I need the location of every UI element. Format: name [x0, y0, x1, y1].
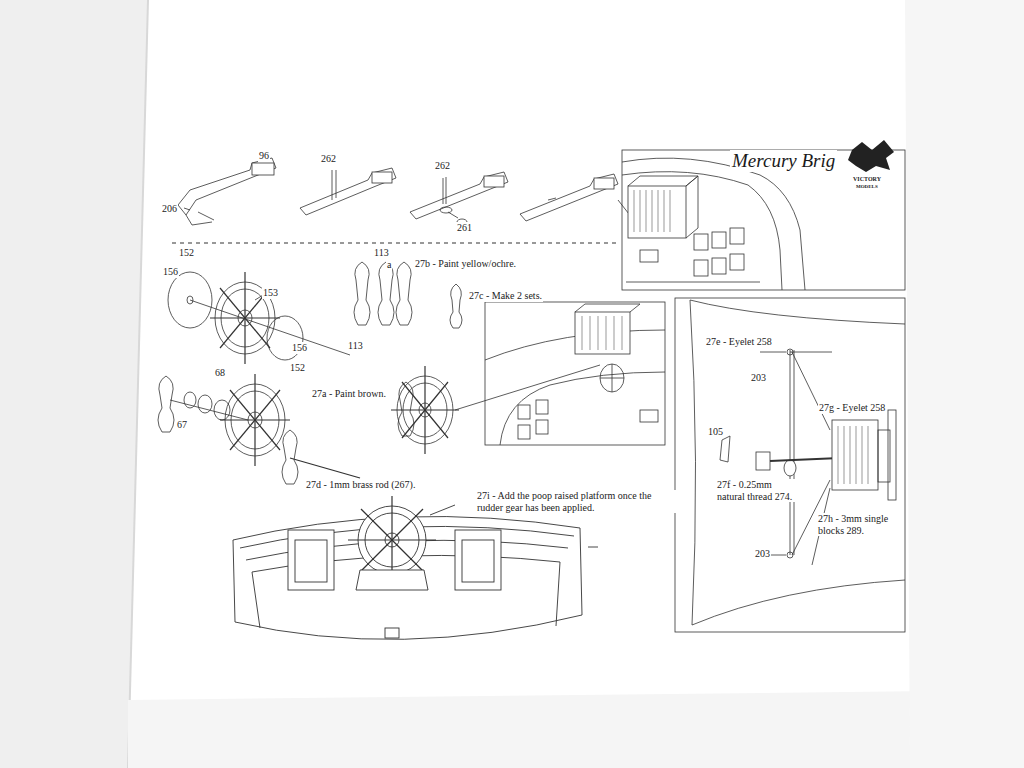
callout-number: a	[386, 259, 392, 271]
callout-number: 96	[258, 150, 270, 162]
callout-number: 206	[161, 203, 178, 215]
callout-number: 156	[162, 266, 179, 278]
callout-number: 68	[214, 367, 226, 379]
callout-number: 67	[176, 419, 188, 431]
callout-number: 152	[178, 247, 195, 259]
callout-number: 153	[262, 287, 279, 299]
instruction-note: VICTORY	[852, 176, 882, 183]
instruction-note: 27f - 0.25mm natural thread 274.	[716, 479, 800, 502]
callout-number: 113	[373, 247, 390, 259]
instruction-note: 27b - Paint yellow/ochre.	[414, 258, 517, 270]
callout-number: 105	[707, 426, 724, 438]
callout-number: 203	[754, 548, 771, 560]
instruction-note: 27a - Paint brown.	[311, 388, 387, 400]
callout-number: 113	[347, 340, 364, 352]
instruction-note: 27d - 1mm brass rod (267).	[305, 479, 416, 491]
callout-number: 261	[456, 222, 473, 234]
callout-number: 262	[434, 160, 451, 172]
callout-number: 152	[289, 362, 306, 374]
instruction-note: 27i - Add the poop raised platform once …	[476, 490, 678, 513]
callout-number: 203	[750, 372, 767, 384]
callout-number: 262	[320, 153, 337, 165]
title: Mercury Brig	[730, 150, 837, 172]
instruction-note: 27e - Eyelet 258	[705, 336, 773, 348]
callout-number: 156	[291, 342, 308, 354]
instruction-note: 27h - 3mm single blocks 289.	[817, 513, 897, 536]
instruction-note: MODELS	[855, 184, 879, 190]
instruction-note: 27c - Make 2 sets.	[468, 290, 543, 302]
instruction-note: 27g - Eyelet 258	[818, 402, 886, 414]
